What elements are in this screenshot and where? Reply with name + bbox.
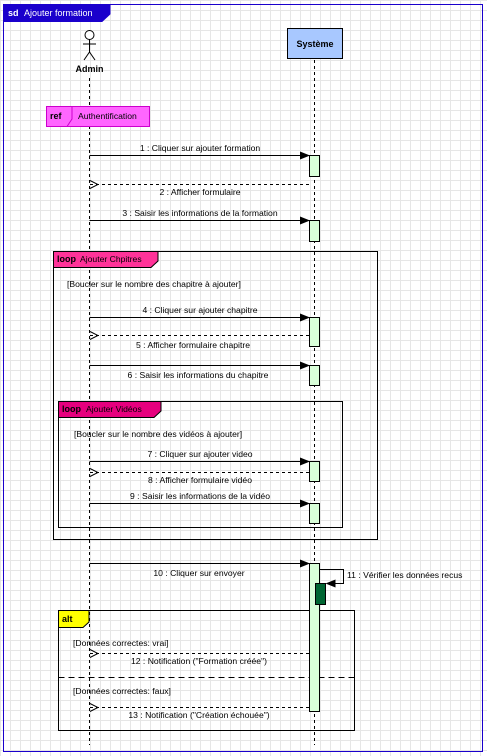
activation-bar-self-call [315,583,326,605]
alt-tab [58,610,90,628]
system-lifeline-box [287,28,343,59]
message-label-9: 9 : Saisir les informations de la vidéo [130,491,270,501]
message-label-7: 7 : Cliquer sur ajouter video [147,449,252,459]
ref-label: Authentification [78,111,137,121]
frame-border [3,4,483,752]
activation-bar [309,317,320,347]
message-label-5: 5 : Afficher formulaire chapitre [136,340,250,350]
activation-bar [309,365,320,386]
message-label-4: 4 : Cliquer sur ajouter chapitre [142,305,257,315]
frame-tab [3,4,111,22]
ref-tab [46,106,73,127]
frame-keyword: sd [8,8,19,18]
message-arrow-11 [319,569,344,588]
message-label-2: 2 : Afficher formulaire [159,187,240,197]
message-label-11: 11 : Vérifier les données recus [347,570,462,580]
system-lifeline-label: Système [296,39,333,49]
loop-videos-keyword: loop [62,404,81,414]
message-label-13: 13 : Notification ("Création échouée") [128,710,269,720]
loop-chapters-guard: [Boucler sur le nombre des chapitre à aj… [67,279,241,289]
loop-videos-fragment [58,401,343,528]
loop-chapters-fragment [53,251,378,540]
message-label-3: 3 : Saisir les informations de la format… [122,208,277,218]
message-label-1: 1 : Cliquer sur ajouter formation [140,143,261,153]
activation-bar [309,461,320,482]
admin-actor-icon [83,30,96,61]
message-label-8: 8 : Afficher formulaire vidéo [148,475,252,485]
alt-fragment [58,610,355,731]
loop-videos-tab [58,401,162,418]
loop-chapters-tab [53,251,159,268]
frame-title: Ajouter formation [24,8,93,18]
message-label-10: 10 : Cliquer sur envoyer [153,568,244,578]
alt-guard-false: [Données correctes: faux] [73,686,171,696]
message-label-6: 6 : Saisir les informations du chapitre [128,370,269,380]
loop-chapters-keyword: loop [57,254,76,264]
alt-keyword: alt [62,614,73,624]
ref-keyword: ref [50,111,63,121]
loop-videos-name: Ajouter Vidéos [86,404,142,414]
activation-bar [309,220,320,242]
activation-bar-envoyer [309,563,320,712]
loop-videos-guard: [Boucler sur le nombre des vidéos à ajou… [74,429,242,439]
activation-bar [309,155,320,177]
message-label-12: 12 : Notification ("Formation créée") [131,656,267,666]
loop-chapters-name: Ajouter Chpitres [80,254,142,264]
alt-guard-true: [Données correctes: vrai] [73,638,169,648]
admin-actor-label: Admin [76,64,104,74]
activation-bar [309,503,320,524]
